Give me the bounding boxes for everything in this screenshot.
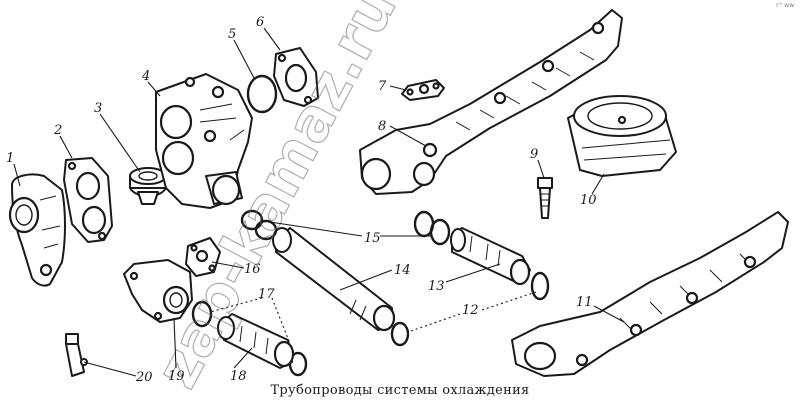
callout-12: 12 [462,303,479,318]
callout-7: 7 [378,79,387,94]
callout-18: 18 [230,369,247,384]
part-3-thermostat [129,167,167,205]
leader-7 [389,85,407,91]
part-8-manifold [359,9,623,195]
part-6-flange [273,47,319,107]
leader-13 [445,263,501,283]
part-13-hose [450,227,531,286]
callout-5: 5 [228,27,236,42]
leader-20 [83,361,137,377]
callout-9: 9 [530,147,538,162]
diagram-caption: Трубопроводы системы охлаждения [270,383,530,398]
callout-17: 17 [258,287,275,302]
leader-17b [271,297,295,355]
part-12-rings [390,271,550,347]
part-9-sensor [537,177,553,219]
leader-9 [537,159,545,179]
part-18-hose [217,313,295,369]
callout-10: 10 [580,193,597,208]
callout-15: 15 [364,231,381,246]
leader-16 [211,261,245,269]
callout-11: 11 [576,295,593,310]
leader-18 [233,347,253,369]
leader-4 [147,81,161,97]
leader-2 [59,135,73,159]
callout-1: 1 [6,151,14,166]
leader-11 [593,305,625,323]
part-19-elbow [123,259,193,323]
leader-12b [407,313,461,333]
leader-10 [591,173,605,195]
callout-13: 13 [428,279,445,294]
corner-mark: г° ww [776,2,794,9]
leader-17a [209,297,263,313]
leader-3 [99,113,141,173]
leader-8 [389,125,427,147]
callout-20: 20 [135,370,153,385]
callout-16: 16 [244,262,261,277]
leader-15a [269,221,363,237]
part-4-thermostat-housing [155,73,253,209]
leader-lines [13,27,625,377]
callout-19: 19 [168,369,185,384]
part-7-small-flange [401,79,445,101]
part-5-gasket [246,74,278,114]
callout-14: 14 [394,263,411,278]
callout-4: 4 [141,69,150,84]
leader-5 [233,39,255,79]
callout-6: 6 [256,15,264,30]
callout-8: 8 [378,119,386,134]
part-2-gasket [63,157,113,243]
callout-numbers: 1 2 3 4 5 6 7 8 9 10 11 12 13 14 15 16 1… [6,15,597,385]
leader-12a [481,291,537,311]
part-14-pipe [272,227,396,332]
leader-14 [339,269,393,291]
callout-2: 2 [53,123,62,138]
part-20-sensor [65,333,88,377]
leader-6 [263,27,281,51]
part-16-plate [185,237,221,277]
part-1-elbow [8,173,66,287]
part-10-cap [567,95,677,177]
part-11-manifold [511,211,789,377]
leader-1 [13,163,21,187]
leader-19 [173,317,177,369]
callout-3: 3 [94,101,102,116]
